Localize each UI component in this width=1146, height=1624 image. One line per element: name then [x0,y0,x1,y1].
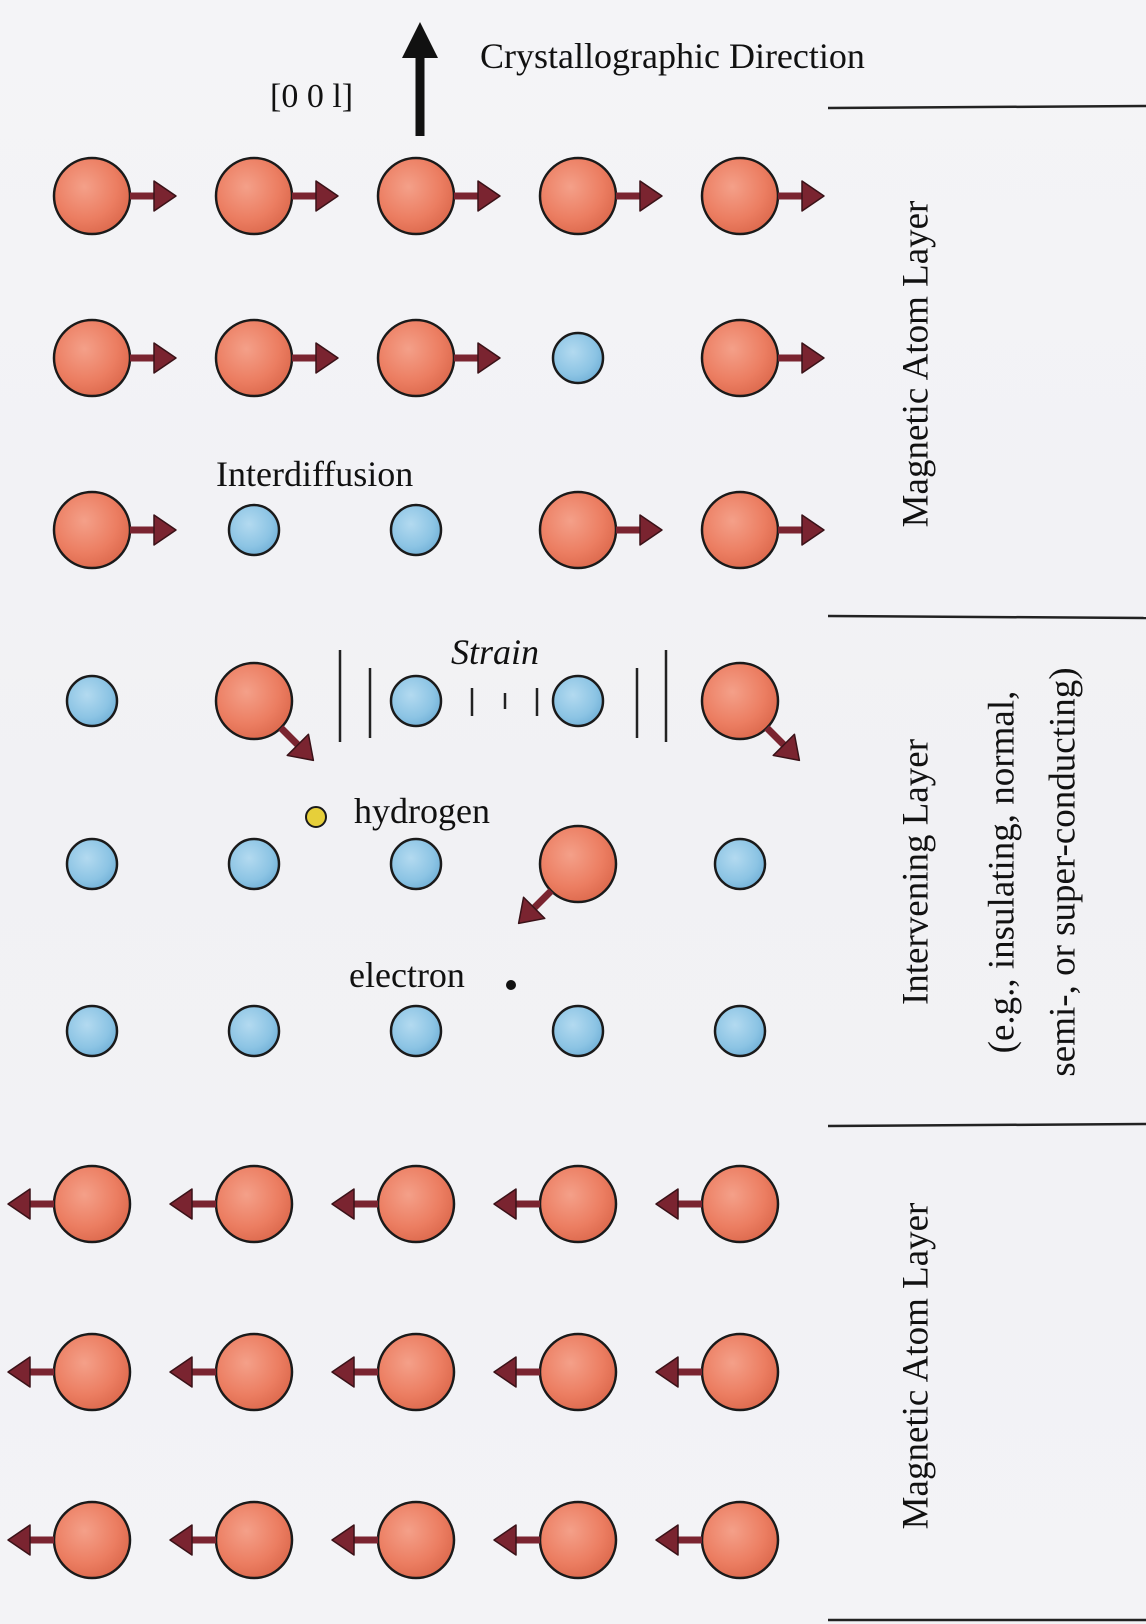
magnetic-atom [376,1500,456,1580]
electron-label: electron [349,955,465,995]
interdiffusion-label: Interdiffusion [216,454,414,494]
spin-arrow-icon [7,1356,54,1388]
spin-arrow-icon [493,1524,540,1556]
magnetic-atom [538,1164,618,1244]
magnetic-atom [700,1500,780,1580]
layer-divider-upper [827,614,1146,620]
spin-arrow-icon [292,342,339,374]
layer-divider-top [827,104,1146,110]
nonmagnetic-atom [227,837,281,891]
layer-label-bottom: Magnetic Atom Layer [895,1202,937,1530]
spin-arrow-icon [130,342,177,374]
magnetic-atom [700,490,780,570]
magnetic-atom [538,1332,618,1412]
magnetic-atom [52,490,132,570]
electron-dot [506,980,516,990]
nonmagnetic-atom [389,1004,443,1058]
magnetic-atom [52,1332,132,1412]
spin-arrow-icon [655,1356,702,1388]
spin-arrow-icon [517,888,554,925]
spin-arrow-icon [169,1188,216,1220]
nonmagnetic-atom [551,331,605,385]
spin-arrow-icon [454,342,501,374]
spin-arrow-icon [764,725,801,762]
nonmagnetic-atom [389,674,443,728]
magnetic-atom [376,156,456,236]
layer-label-middle: Intervening Layer [895,738,937,1006]
magnetic-atom [214,1164,294,1244]
magnetic-atom [538,490,618,570]
magnetic-atom [376,1332,456,1412]
magnetic-atom [214,156,294,236]
spin-arrow-icon [655,1524,702,1556]
spin-arrow-icon [169,1524,216,1556]
spin-arrow-icon [331,1524,378,1556]
atom-lattice [7,156,825,1580]
magnetic-atom [214,661,294,741]
spin-arrow-icon [493,1188,540,1220]
magnetic-atom [214,318,294,398]
nonmagnetic-atom [65,837,119,891]
spin-arrow-icon [493,1356,540,1388]
nonmagnetic-atom [551,674,605,728]
magnetic-atom [52,318,132,398]
layer-note-line-2: semi-, or super-conducting) [1042,667,1084,1077]
nonmagnetic-atom [713,1004,767,1058]
spin-arrow-icon [331,1356,378,1388]
strain-bars [338,650,668,742]
spin-arrow-icon [616,180,663,212]
spin-arrow-icon [778,514,825,546]
magnetic-atom [700,156,780,236]
magnetic-atom [214,1500,294,1580]
spin-arrow-icon [7,1188,54,1220]
nonmagnetic-atom [227,1004,281,1058]
nonmagnetic-atom [551,1004,605,1058]
spin-arrow-icon [331,1188,378,1220]
magnetic-atom [538,156,618,236]
magnetic-atom [538,1500,618,1580]
magnetic-atom [538,824,618,904]
magnetic-atom [52,156,132,236]
magnetic-atom [214,1332,294,1412]
nonmagnetic-atom [65,1004,119,1058]
layer-divider-lower [827,1122,1146,1128]
spin-arrow-icon [616,514,663,546]
spin-arrow-icon [655,1188,702,1220]
nonmagnetic-atom [713,837,767,891]
spin-arrow-icon [778,342,825,374]
layer-note-line-1: (e.g., insulating, normal, [981,690,1023,1054]
diagram-title: Crystallographic Direction [480,36,865,76]
spin-arrow-icon [292,180,339,212]
hydrogen-label: hydrogen [354,791,490,831]
nonmagnetic-atom [65,674,119,728]
nonmagnetic-atom [389,837,443,891]
layer-label-top: Magnetic Atom Layer [895,200,937,528]
spin-arrow-icon [169,1356,216,1388]
magnetic-atom [700,318,780,398]
spin-arrow-icon [7,1524,54,1556]
nonmagnetic-atom [227,503,281,557]
nonmagnetic-atom [389,503,443,557]
spin-arrow-icon [130,514,177,546]
spin-arrow-icon [130,180,177,212]
magnetic-atom [52,1164,132,1244]
spin-arrow-icon [278,725,315,762]
magnetic-atom [700,1164,780,1244]
magnetic-atom [376,1164,456,1244]
hydrogen-atom [305,806,327,828]
magnetic-atom [700,661,780,741]
magnetic-atom [376,318,456,398]
strain-label: Strain [451,632,540,672]
spin-arrow-icon [454,180,501,212]
magnetic-atom [52,1500,132,1580]
magnetic-atom [700,1332,780,1412]
crystallographic-direction-arrow [402,22,438,136]
spin-arrow-icon [778,180,825,212]
direction-label: [0 0 l] [270,78,354,115]
